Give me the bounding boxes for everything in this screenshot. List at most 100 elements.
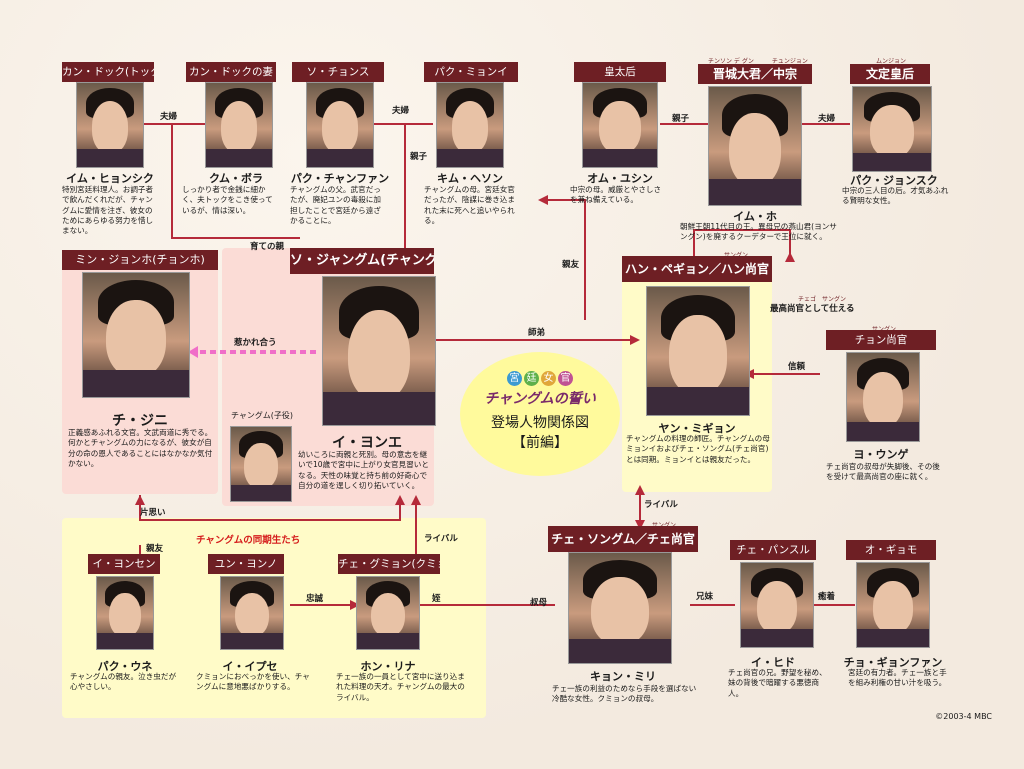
kumyon-desc: チェ一族の一員として宮中に送り込まれた料理の天才。チャングムの最大のライバル。 [336,672,465,702]
jangum-child-photo [230,426,292,502]
sochonsu-photo [306,82,374,168]
chujong-desc: 朝鮮王朝11代目の王。異母兄の燕山君(ヨンサングン)を廃するクーデターで王位に就… [680,222,837,242]
minjongho-photo [82,272,190,398]
kandok-name: イム・ヒョンシク [66,172,154,185]
minjongho-role: ミン・ジョンホ(チョンホ) [62,250,218,270]
yunyoni-photo [220,576,284,650]
chesanggung-role: チェ・ソングム／チェ尚官 [548,526,698,552]
chujong-role: 晋城大君／中宗 [698,64,812,84]
pakmyoni-role: パク・ミョンイ [424,62,518,82]
rel-shinrai: 信頼 [788,362,806,372]
kandok-role: カン・ドック(トック) [62,62,154,82]
minjongho-name: チ・ジニ [112,413,168,429]
ogyomo-role: オ・ギョモ [846,540,936,560]
kotaigo-photo [582,82,658,168]
rel-shinyu-top: 親友 [562,260,580,270]
rel-yuchaku: 癒着 [818,592,836,602]
bunjo-photo [852,86,932,172]
yeonsen-role: イ・ヨンセン [88,554,160,574]
rel-saiko-ruby: チェゴ サングン [798,296,847,303]
kumyon-role: チェ・グミョン(クミョン) [338,554,440,574]
chepansul-role: チェ・パンスル [730,540,816,560]
kandok-wife-name: クム・ボラ [208,172,264,185]
pakmyoni-name: キム・ヘソン [437,172,503,185]
hansanggung-ruby: サングン [724,250,748,259]
title-badge-3: 女 [541,371,556,386]
kotaigo-desc: 中宗の母。威厳とやさしさを兼ね備えている。 [570,185,662,205]
kandok-desc: 特別宮廷料理人。お調子者で飲んだくれだが、チャングムに愛情を注ぎ、彼女のためにあ… [62,185,154,235]
chujong-name: イム・ホ [733,210,777,223]
jeongsanggung-desc: チェ尚官の叔母が失脚後、その後を受けて最高尚官の座に就く。 [826,462,940,482]
ogyomo-photo [856,562,930,648]
kandok-photo [76,82,144,168]
chesanggung-photo [568,552,672,664]
yunyoni-desc: クミョンにおべっかを使い、チャングムに意地悪ばかりする。 [196,672,310,692]
pakmyoni-desc: チャングムの母。宮廷女官だったが、陰謀に巻き込まれた末に死へと追いやられる。 [424,185,515,225]
title-badge-2: 廷 [524,371,539,386]
chesanggung-ruby: サングン [652,520,676,529]
hansanggung-name: ヤン・ミギョン [658,422,736,435]
rel-mei: 姪 [432,594,441,604]
hansanggung-role: ハン・ペギョン／ハン尚官 [622,256,772,282]
chujong-ruby: チンソン デ グン チュンジョン [708,58,808,65]
copyright: ©2003-4 MBC [935,712,992,721]
minjongho-desc: 正義感あふれる文官。文武両道に秀でる。何かとチャングムの力になるが、彼女が自分の… [68,428,213,468]
hansanggung-desc: チャングムの料理の師匠。チャングムの母ミョンイおよびチェ・ソングム(チェ尚官)と… [626,434,770,464]
rel-rival-kumyon: ライバル [424,534,458,544]
rel-sodate: 育ての親 [250,242,285,252]
bunjo-name: パク・ジョンスク [850,174,938,187]
title-badge-4: 官 [558,371,573,386]
rel-kataomoi: 片思い [140,508,166,518]
jeongsanggung-ruby: サングン [872,324,896,333]
sochonsu-name: パク・チャンファン [290,172,390,185]
jangum-name: イ・ヨンエ [332,435,402,451]
yunyoni-name: イ・イプセ [222,660,278,673]
rel-fufu-kandok: 夫婦 [160,112,178,122]
jangum-photo [322,276,436,426]
rel-hikare: 惹かれ合う [234,338,277,348]
kotaigo-role: 皇太后 [574,62,666,82]
peers-label: チャングムの同期生たち [196,535,301,546]
bunjo-role: 文定皇后 [850,64,930,84]
chepansul-name: イ・ヒド [751,656,795,669]
ogyomo-desc: 宮廷の有力者。チェ一族と手を組み利権の甘い汁を吸う。 [848,668,947,688]
sochonsu-desc: チャングムの父。武官だったが、廃妃ユンの毒殺に加担したことで宮廷から遠ざかること… [290,185,381,225]
title-subtitle: チャングムの誓い [484,391,596,407]
jeongsanggung-role: チョン尚官 [826,330,936,350]
rel-shinyu-bottom: 親友 [146,544,164,554]
jeongsanggung-name: ヨ・ウンゲ [853,448,909,461]
kumyon-name: ホン・リナ [360,660,416,673]
chesanggung-name: キョン・ミリ [590,670,656,683]
sochonsu-role: ソ・チョンス [292,62,384,82]
pakmyoni-photo [436,82,504,168]
rel-kyomai: 兄妹 [696,592,714,602]
rel-oyako-royal: 親子 [672,114,690,124]
kandok-wife-desc: しっかり者で金銭に細かく、夫トックをこき使っているが、情は深い。 [182,185,273,215]
chart-title: 宮廷女官 チャングムの誓い 登場人物関係図 【前編】 [460,352,620,476]
rel-shitei: 師弟 [528,328,546,338]
jeongsanggung-photo [846,352,920,442]
title-line2: 【前編】 [512,435,568,451]
bunjo-ruby: ムンジョン [876,58,907,65]
rel-rival-han: ライバル [644,500,678,510]
bunjo-desc: 中宗の三人目の后。才気あふれる賢明な女性。 [842,186,949,206]
yunyoni-role: ユン・ヨンノ [208,554,284,574]
title-badge-1: 宮 [507,371,522,386]
rel-oyako-parents: 親子 [410,152,428,162]
kumyon-photo [356,576,420,650]
jangum-role: ソ・ジャングム(チャングム) [290,248,434,274]
yeonsen-desc: チャングムの親友。泣き虫だが心やさしい。 [70,672,177,692]
title-line1: 登場人物関係図 [491,415,589,431]
kandok-wife-photo [205,82,273,168]
rel-oba: 叔母 [530,598,548,608]
hansanggung-photo [646,286,750,416]
kotaigo-name: オム・ユシン [587,172,653,185]
rel-saiko: 最高尚官として仕える [770,304,855,314]
jangum-desc: 幼いころに両親と死別。母の意志を継いで10歳で宮中に上がり女官見習いとなる。天性… [298,450,429,490]
rel-chusei: 忠誠 [306,594,324,604]
chesanggung-desc: チェ一族の利益のためなら手段を選ばない冷酷な女性。クミョンの叔母。 [552,684,697,704]
jangum-child-role: チャングム(子役) [230,411,293,420]
yeonsen-photo [96,576,154,650]
chepansul-desc: チェ尚官の兄。野望を秘め、妹の背後で暗躍する悪徳商人。 [728,668,827,698]
